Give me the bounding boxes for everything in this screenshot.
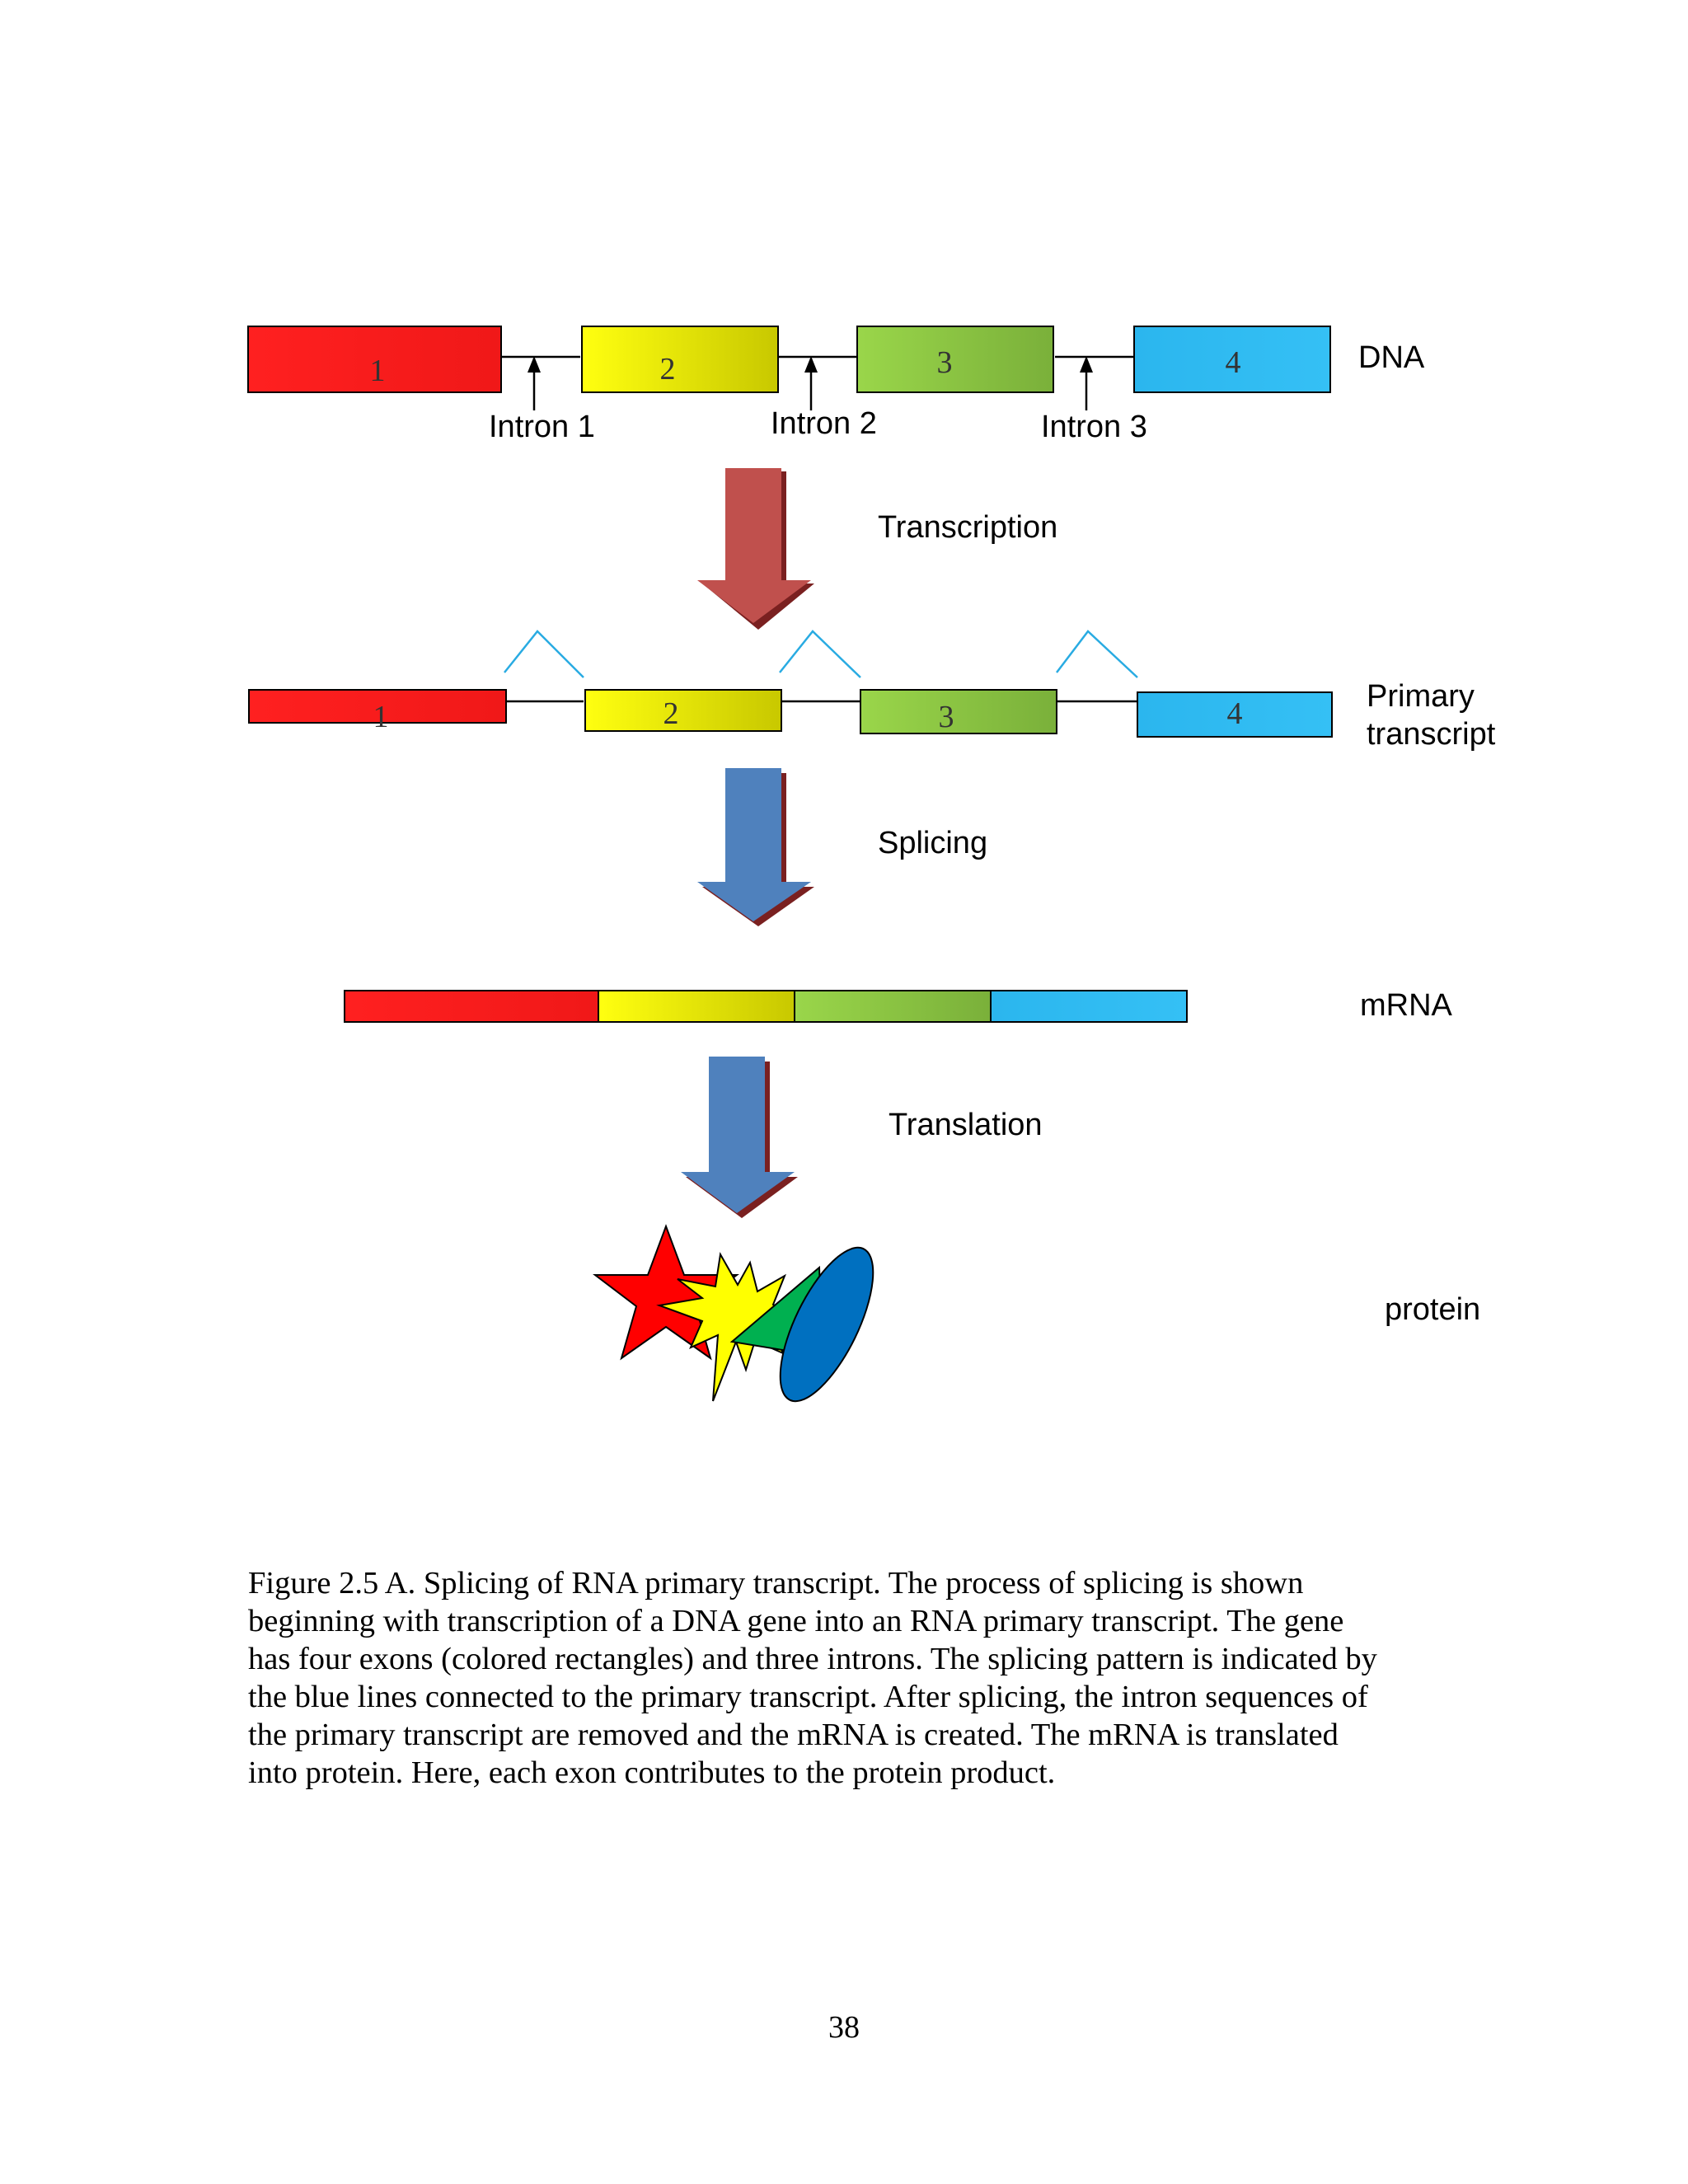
translation-label: Translation bbox=[889, 1108, 1043, 1142]
transcript-exon-label-3: 3 bbox=[939, 700, 954, 734]
dna-exon-label-1: 1 bbox=[370, 354, 386, 388]
transcription-arrow bbox=[697, 468, 814, 630]
transcript-exon-2 bbox=[584, 689, 782, 732]
dna-exon-3 bbox=[856, 326, 1054, 393]
splice-lines bbox=[504, 630, 1138, 678]
protein-ellipse bbox=[779, 1246, 874, 1403]
transcript-exon-1 bbox=[248, 689, 507, 724]
translation-arrow bbox=[681, 1057, 798, 1218]
intron-label-2: Intron 2 bbox=[771, 406, 877, 441]
primary-transcript-row: 1 2 3 4 Primary transcript bbox=[248, 679, 1496, 752]
splice-line-1 bbox=[504, 630, 584, 678]
dna-row: 1 2 3 4 Intron 1 Intron 2 Intron 3 DNA bbox=[247, 326, 1425, 444]
splicing-label: Splicing bbox=[878, 826, 987, 860]
dna-exon-1 bbox=[247, 326, 502, 393]
transcript-exon-4 bbox=[1137, 691, 1333, 738]
splicing-arrow bbox=[697, 768, 814, 926]
mrna-exon-4 bbox=[990, 990, 1188, 1023]
transcription-label: Transcription bbox=[878, 510, 1057, 545]
mrna-exon-1 bbox=[344, 990, 599, 1023]
caption-line: has four exons (colored rectangles) and … bbox=[248, 1642, 1377, 1676]
mrna-row: mRNA bbox=[344, 988, 1453, 1023]
transcript-exon-label-2: 2 bbox=[663, 696, 679, 731]
caption-line: into protein. Here, each exon contribute… bbox=[248, 1755, 1056, 1790]
mrna-exon-3 bbox=[794, 990, 992, 1023]
dna-exon-label-3: 3 bbox=[937, 345, 953, 380]
transcript-exon-label-4: 4 bbox=[1227, 696, 1243, 731]
protein-shapes bbox=[593, 1224, 874, 1403]
mrna-exon-2 bbox=[598, 990, 795, 1023]
intron-arrow-2 bbox=[804, 356, 818, 410]
transcript-exon-label-1: 1 bbox=[373, 700, 389, 734]
dna-exon-label-4: 4 bbox=[1226, 345, 1241, 380]
primary-transcript-label-line-2: transcript bbox=[1367, 717, 1496, 752]
intron-arrow-3 bbox=[1080, 356, 1093, 410]
primary-transcript-label-line-1: Primary bbox=[1367, 679, 1475, 714]
dna-label: DNA bbox=[1358, 340, 1425, 375]
mrna-label: mRNA bbox=[1360, 988, 1453, 1023]
caption-line: the primary transcript are removed and t… bbox=[248, 1718, 1339, 1752]
intron-arrow-1 bbox=[528, 356, 541, 410]
dna-exon-label-2: 2 bbox=[660, 352, 676, 387]
protein-label: protein bbox=[1385, 1292, 1480, 1327]
page-number: 38 bbox=[828, 2010, 860, 2045]
splice-line-3 bbox=[1056, 630, 1138, 678]
caption-line: the blue lines connected to the primary … bbox=[248, 1680, 1368, 1714]
transcript-exon-3 bbox=[860, 689, 1057, 734]
intron-label-3: Intron 3 bbox=[1041, 410, 1147, 444]
dna-exon-2 bbox=[581, 326, 779, 393]
splice-line-2 bbox=[779, 630, 861, 678]
intron-label-1: Intron 1 bbox=[489, 410, 595, 444]
figure-caption: Figure 2.5 A. Splicing of RNA primary tr… bbox=[248, 1564, 1460, 1792]
caption-line: beginning with transcription of a DNA ge… bbox=[248, 1604, 1344, 1638]
dna-exon-4 bbox=[1133, 326, 1331, 393]
caption-line: Figure 2.5 A. Splicing of RNA primary tr… bbox=[248, 1566, 1304, 1601]
